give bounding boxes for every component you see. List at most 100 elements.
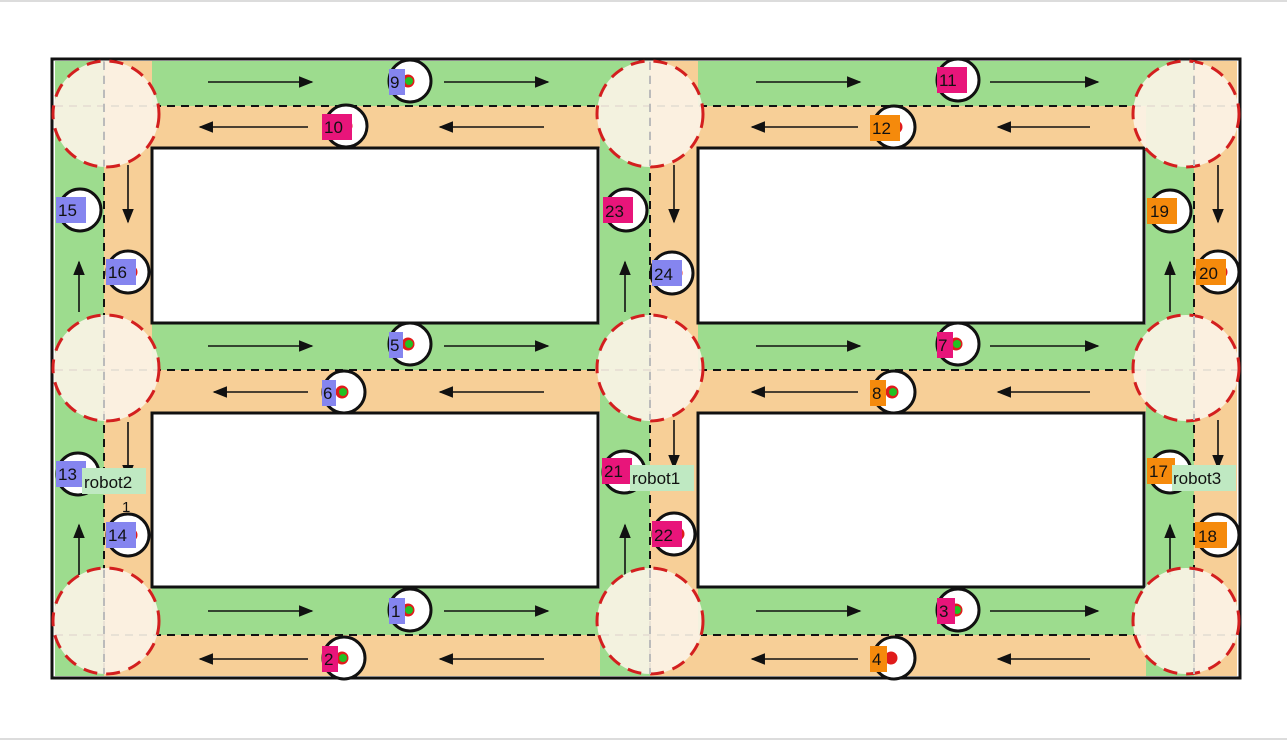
station-24[interactable]: 24 <box>649 250 695 296</box>
station-label: 1 <box>391 602 400 621</box>
intersection-zone <box>51 59 161 169</box>
station-17[interactable]: 17 <box>1147 449 1193 495</box>
intersection-zone <box>595 566 705 676</box>
station-badge <box>106 522 136 548</box>
direction-arrows <box>73 76 1224 665</box>
station-12[interactable]: 12 <box>870 104 917 150</box>
station-badge <box>1196 259 1226 285</box>
station-badge <box>389 69 405 95</box>
station-badge <box>56 197 86 223</box>
station-label: 19 <box>1150 202 1169 221</box>
station-badge <box>937 67 967 93</box>
robot-note: 1 <box>122 499 130 516</box>
station-label: 9 <box>390 73 399 92</box>
location-marker-green <box>889 388 897 396</box>
station-badge <box>322 646 338 672</box>
station-10[interactable]: 10 <box>322 103 369 149</box>
robot-label: robot1 <box>632 469 680 488</box>
station-badge <box>602 458 632 484</box>
station-badge <box>322 380 336 406</box>
station-23[interactable]: 23 <box>603 187 649 233</box>
robot-label-bg <box>1172 465 1236 491</box>
station-label: 3 <box>939 602 948 621</box>
intersection-zone <box>1131 566 1241 676</box>
station-label: 14 <box>108 526 127 545</box>
station-label: 11 <box>939 71 957 90</box>
location-marker-green <box>339 654 347 662</box>
station-22[interactable]: 22 <box>651 511 697 557</box>
robot1-tag[interactable]: robot1 <box>630 465 694 491</box>
station-label: 23 <box>605 202 624 221</box>
station-5[interactable]: 5 <box>387 321 433 367</box>
robot-label: robot3 <box>1173 469 1221 488</box>
station-19[interactable]: 19 <box>1147 188 1193 234</box>
station-18[interactable]: 18 <box>1195 512 1241 558</box>
station-11[interactable]: 11 <box>935 57 981 103</box>
block-bottom-right <box>696 411 1146 589</box>
station-9[interactable]: 9 <box>387 58 433 104</box>
blocks <box>150 146 1146 589</box>
station-badge <box>870 380 886 406</box>
station-badge <box>1195 522 1227 548</box>
station-badge <box>56 461 86 487</box>
station-label: 20 <box>1199 264 1218 283</box>
intersection-zone <box>1131 59 1241 169</box>
station-badge <box>1147 198 1177 224</box>
station-1[interactable]: 1 <box>387 587 433 633</box>
intersection-zones <box>51 59 1241 676</box>
location-marker-green <box>405 77 413 85</box>
station-8[interactable]: 8 <box>870 369 917 415</box>
station-15[interactable]: 15 <box>56 187 103 233</box>
robot-labels: robot1 robot2 1 robot3 <box>82 465 1236 516</box>
intersection-zone <box>595 313 705 423</box>
robot-label-bg <box>82 468 146 494</box>
station-label: 21 <box>604 462 623 481</box>
station-label: 6 <box>323 384 332 403</box>
station-badge <box>389 332 403 358</box>
station-badge <box>603 197 633 223</box>
station-14[interactable]: 14 <box>105 512 151 558</box>
intersection-zone <box>51 566 161 676</box>
station-badge <box>870 115 900 141</box>
station-16[interactable]: 16 <box>105 249 151 295</box>
station-label: 7 <box>938 336 947 355</box>
station-7[interactable]: 7 <box>935 321 981 367</box>
intersection-zone <box>595 59 705 169</box>
station-6[interactable]: 6 <box>321 369 367 415</box>
station-4[interactable]: 4 <box>870 635 917 681</box>
station-label: 13 <box>58 465 77 484</box>
station-label: 22 <box>654 526 673 545</box>
station-badge <box>652 260 682 286</box>
station-label: 17 <box>1149 462 1168 481</box>
location-marker-green <box>953 340 961 348</box>
station-label: 16 <box>108 263 127 282</box>
station-label: 2 <box>324 650 333 669</box>
station-label: 12 <box>872 119 891 138</box>
station-2[interactable]: 2 <box>321 635 367 681</box>
block-bottom-left <box>150 411 600 589</box>
location-marker-green <box>405 340 413 348</box>
robot2-tag[interactable]: robot2 1 <box>82 468 146 516</box>
station-badge <box>652 521 682 547</box>
location-marker-green <box>339 388 347 396</box>
station-badge <box>937 598 955 624</box>
station-badge <box>322 114 352 140</box>
stations-layer: 1 2 3 4 5 <box>55 57 1241 681</box>
intersection-zone <box>1131 313 1241 423</box>
station-label: 15 <box>58 201 77 220</box>
station-20[interactable]: 20 <box>1195 249 1241 295</box>
station-label: 8 <box>872 384 881 403</box>
station-badge <box>106 259 136 285</box>
robot3-tag[interactable]: robot3 <box>1172 465 1236 491</box>
station-3[interactable]: 3 <box>935 587 981 633</box>
robot-label-bg <box>630 465 694 491</box>
location-marker-green <box>405 606 413 614</box>
station-label: 18 <box>1198 527 1217 546</box>
window-bottom-edge <box>0 738 1287 740</box>
intersection-zone <box>51 313 161 423</box>
window-top-edge <box>0 0 1287 2</box>
station-label: 10 <box>324 118 343 137</box>
block-top-right <box>696 146 1146 325</box>
station-label: 5 <box>390 336 399 355</box>
